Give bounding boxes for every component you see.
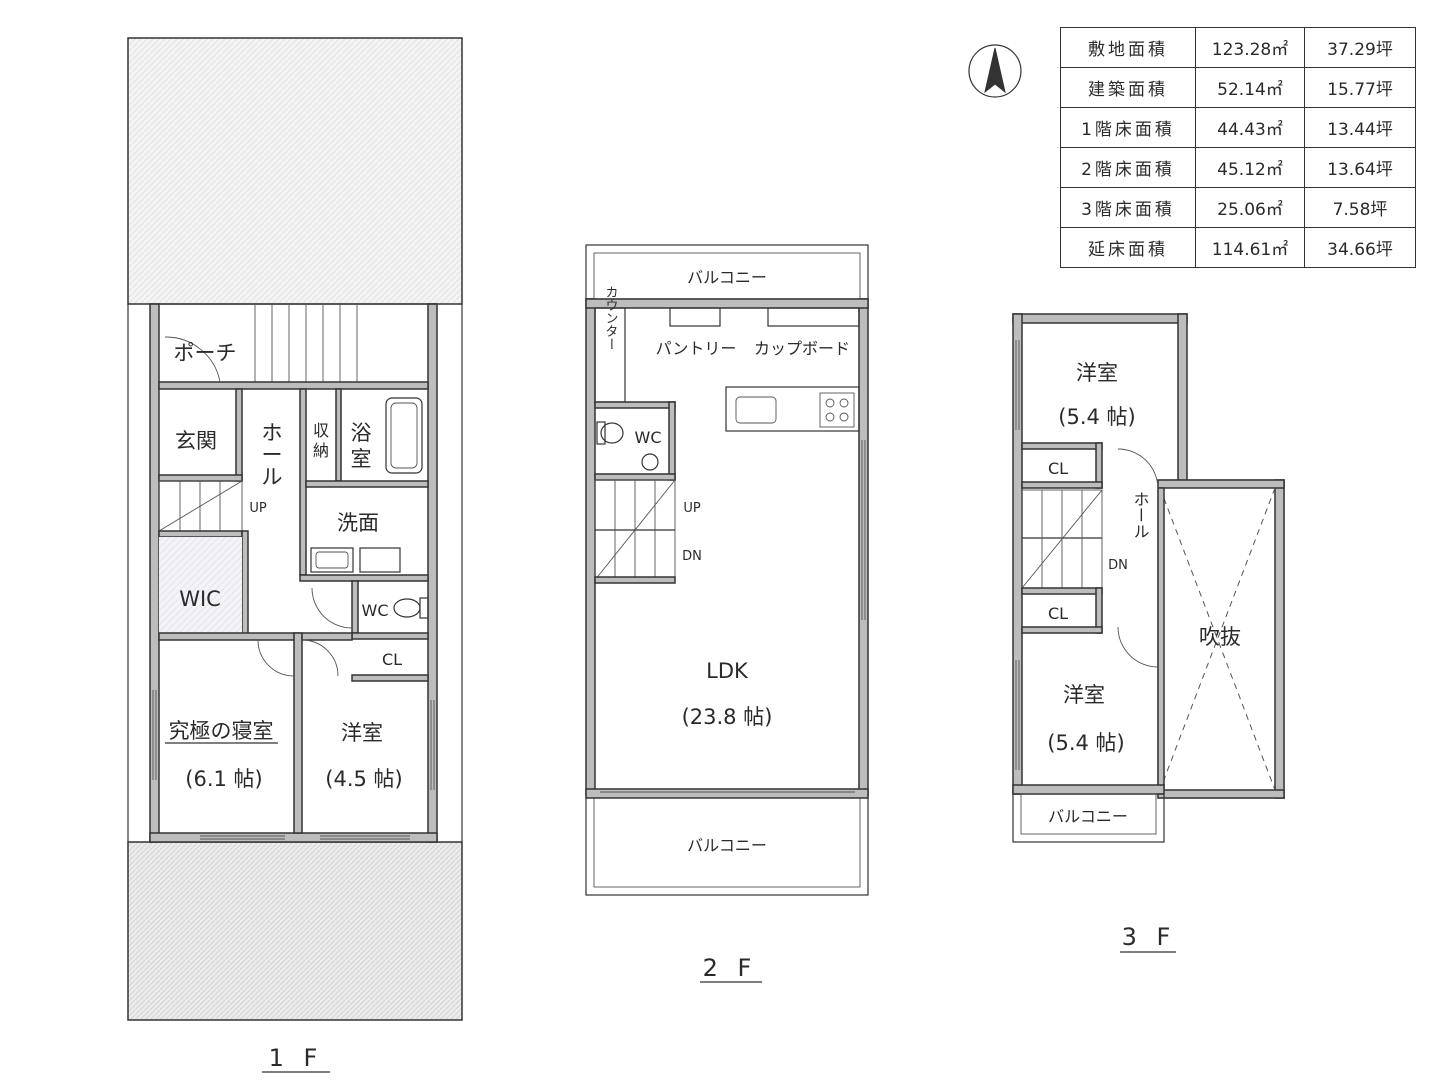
floor-1f-label: 1 F [269, 1044, 324, 1072]
ldk-size: (23.8 帖) [682, 705, 773, 729]
stair-1f [158, 480, 243, 532]
dn-3f-label: DN [1108, 558, 1128, 573]
porch-steps [254, 304, 358, 382]
cl-3f-bottom-label: CL [1048, 604, 1068, 623]
balcony-3f-label: バルコニー [1048, 807, 1128, 826]
area-cell-tsubo: 37.29坪 [1304, 27, 1416, 68]
site-area-south [127, 841, 463, 1021]
cooktop [819, 392, 855, 428]
void-label: 吹抜 [1199, 625, 1241, 649]
hall-label-2: ー [262, 443, 283, 467]
genkan-label: 玄関 [175, 429, 217, 453]
kitchen-island [725, 386, 860, 432]
wash-basin [310, 547, 354, 573]
master-bedroom-size: (6.1 帖) [185, 767, 262, 791]
western-room-3f-top-size: (5.4 帖) [1058, 405, 1135, 429]
western-room-1f-size: (4.5 帖) [325, 767, 402, 791]
wall-south-1f [149, 832, 438, 843]
western-room-1f-label: 洋室 [341, 721, 383, 745]
western-room-3f-bottom-label: 洋室 [1063, 683, 1105, 707]
floor-3f: 洋室 (5.4 帖) CL ホール DN CL 吹抜 洋室 (5.4 帖) バル… [1012, 313, 1285, 953]
floor-3f-label: 3 F [1122, 923, 1177, 951]
balcony-2f-north-label: バルコニー [687, 268, 767, 287]
area-cell-label: 延床面積 [1060, 227, 1196, 268]
bathtub [385, 397, 423, 474]
area-cell-tsubo: 13.44坪 [1304, 107, 1416, 148]
area-cell-tsubo: 13.64坪 [1304, 147, 1416, 188]
floor-1f: ポーチ 玄関 ホ ー ル 収 納 浴 室 洗面 WC WIC CL UP 究極の… [127, 37, 463, 1073]
toilet-2f [600, 422, 624, 444]
area-cell-m2: 123.28㎡ [1195, 27, 1305, 68]
western-room-3f-top-label: 洋室 [1076, 361, 1118, 385]
area-cell-label: 1階床面積 [1060, 107, 1196, 148]
area-cell-label: 建築面積 [1060, 67, 1196, 108]
stair-2f [594, 479, 676, 581]
area-cell-tsubo: 15.77坪 [1304, 67, 1416, 108]
pantry-label: パントリー [656, 339, 737, 358]
dn-2f-label: DN [682, 549, 702, 564]
storage-label-2: 納 [313, 441, 329, 460]
toilet-1f [393, 598, 421, 618]
area-cell-m2: 25.06㎡ [1195, 187, 1305, 228]
cupboard-unit [767, 307, 860, 327]
area-cell-m2: 45.12㎡ [1195, 147, 1305, 188]
up-2f-label: UP [683, 501, 701, 516]
area-cell-m2: 52.14㎡ [1195, 67, 1305, 108]
storage-label-1: 収 [313, 421, 329, 440]
balcony-2f-south-label: バルコニー [687, 836, 767, 855]
washroom-label: 洗面 [337, 511, 379, 535]
master-bedroom-label: 究極の寝室 [169, 719, 274, 743]
bathroom-label-2: 室 [351, 447, 372, 471]
area-cell-label: 敷地面積 [1060, 27, 1196, 68]
pantry-shelf [669, 307, 721, 327]
kitchen-sink [735, 396, 777, 424]
wic-label: WIC [179, 587, 221, 611]
floor-2f-label: 2 F [703, 954, 758, 982]
wc-1f-label: WC [362, 601, 389, 620]
stair-3f [1021, 489, 1103, 589]
counter-label: カウンター [603, 286, 618, 351]
area-cell-label: 3階床面積 [1060, 187, 1196, 228]
porch-label: ポーチ [174, 341, 237, 365]
cl-3f-top-label: CL [1048, 459, 1068, 478]
up-1f-label: UP [249, 501, 267, 516]
area-cell-label: 2階床面積 [1060, 147, 1196, 188]
area-cell-tsubo: 34.66坪 [1304, 227, 1416, 268]
cupboard-label: カップボード [754, 339, 850, 358]
hall-label-1: ホ [262, 421, 283, 445]
area-cell-m2: 114.61㎡ [1195, 227, 1305, 268]
cl-1f-label: CL [382, 650, 402, 669]
hall-label-3: ル [262, 465, 283, 489]
wall-west-1f [149, 303, 160, 843]
area-cell-m2: 44.43㎡ [1195, 107, 1305, 148]
wic-area [159, 537, 242, 633]
site-area-north [127, 37, 463, 305]
ldk-label: LDK [706, 659, 749, 683]
north-arrow-icon [968, 44, 1022, 98]
wc-2f-label: WC [635, 428, 662, 447]
floor-2f: バルコニー カウンター パントリー カップボード WC UP DN LDK (2… [585, 244, 869, 983]
western-room-3f-bottom-size: (5.4 帖) [1047, 731, 1124, 755]
hall-3f-label: ホール [1131, 491, 1150, 539]
wall-east-1f [427, 303, 438, 843]
bathroom-label-1: 浴 [351, 421, 372, 445]
area-cell-tsubo: 7.58坪 [1304, 187, 1416, 228]
